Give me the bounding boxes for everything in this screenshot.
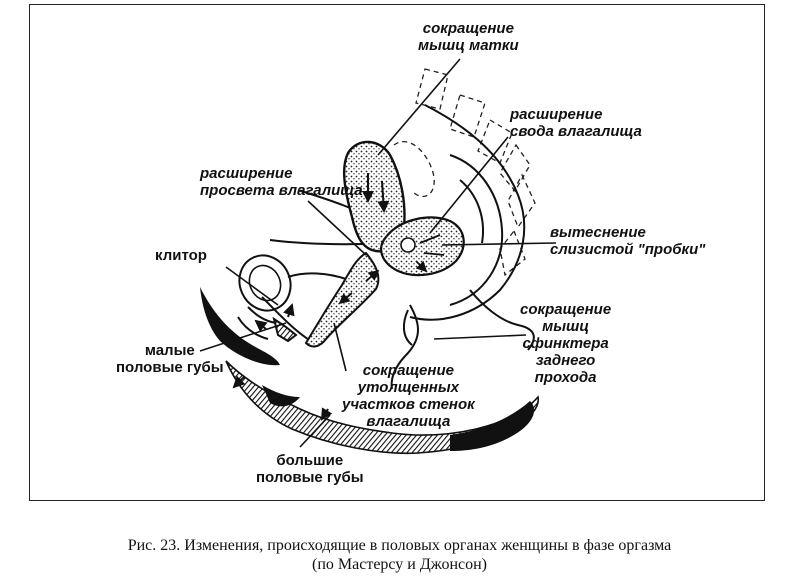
label-thickened-walls-contraction: сокращение утолщенных участков стенок вл…: [342, 362, 475, 430]
labia-arrows: [232, 303, 333, 421]
label-clitoris: клитор: [155, 247, 207, 264]
figure-caption: Рис. 23. Изменения, происходящие в полов…: [10, 536, 789, 574]
label-vaginal-vault-expansion: расширение свода влагалища: [510, 106, 642, 140]
leader-lines: [199, 58, 557, 448]
mucus-plug: [400, 234, 445, 271]
label-labia-majora: большие половые губы: [256, 452, 364, 486]
vaginal-wall-arrows: [338, 269, 380, 305]
label-vaginal-lumen-expansion: расширение просвета влагалища: [200, 165, 363, 199]
label-anal-sphincter-contraction: сокращение мышц сфинктера заднего проход…: [520, 301, 612, 386]
vaginal-vault: [380, 216, 465, 277]
anatomical-diagram: [199, 58, 557, 455]
label-mucus-plug-expulsion: вытеснение слизистой "пробки": [550, 224, 706, 258]
figure-frame: сокращение мышц матки расширение свода в…: [29, 4, 765, 501]
bladder: [238, 254, 292, 312]
label-labia-minora: малые половые губы: [116, 342, 224, 376]
vagina: [304, 251, 380, 348]
label-uterus-contraction: сокращение мышц матки: [418, 20, 519, 54]
perineum-shading: [200, 287, 539, 455]
caption-line-2: (по Мастерсу и Джонсон): [312, 556, 487, 573]
rectum: [390, 304, 419, 390]
caption-line-1: Рис. 23. Изменения, происходящие в полов…: [127, 537, 672, 554]
